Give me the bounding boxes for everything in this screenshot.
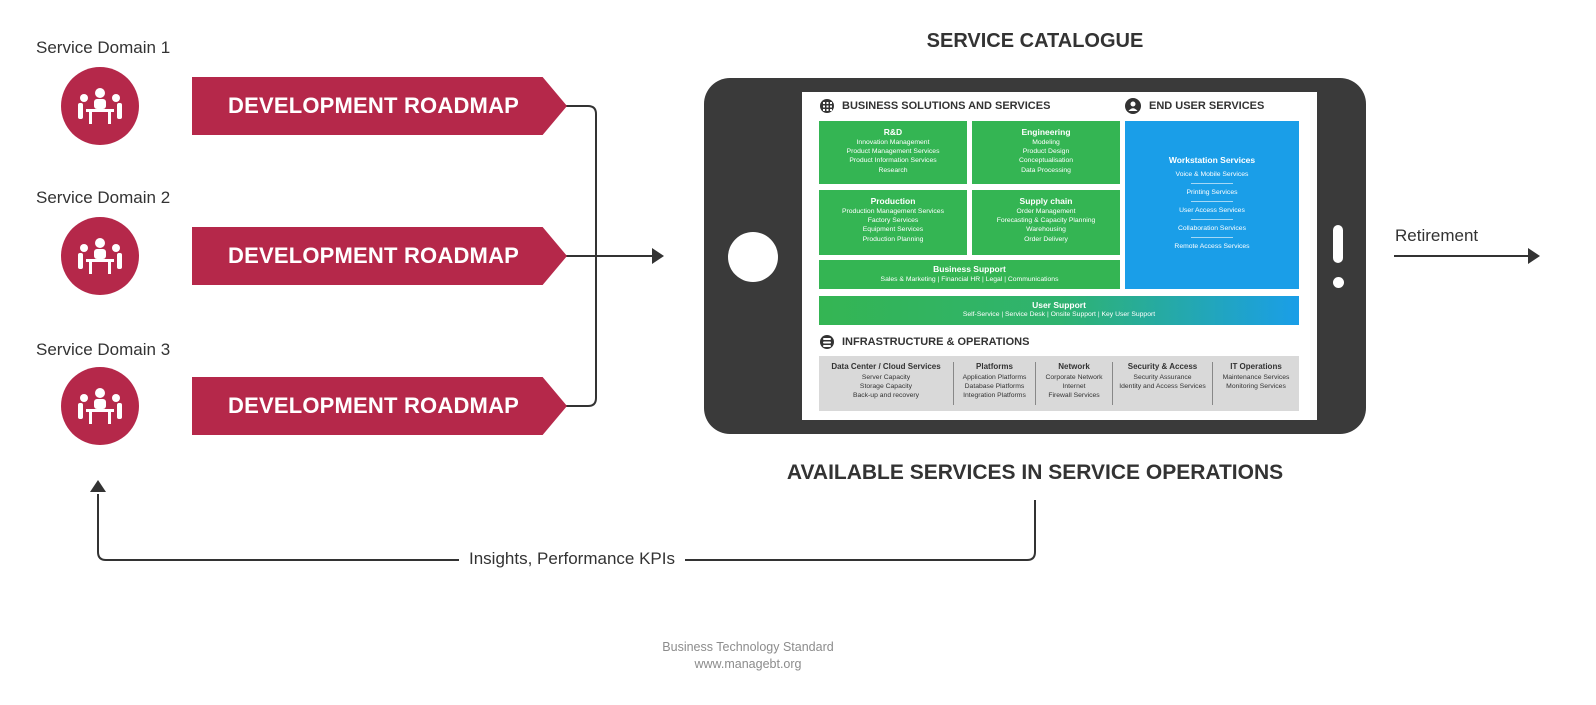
infra-box: Data Center / Cloud Services Server Capa… (819, 356, 1299, 411)
infra-item: Firewall Services (1048, 392, 1100, 399)
workstation-item: Printing Services (1186, 189, 1238, 196)
production-box: Production Production Management Service… (819, 190, 967, 255)
arrow-to-catalogue-head (652, 248, 664, 264)
feedback-label: Insights, Performance KPIs (459, 549, 685, 569)
database-icon (820, 335, 834, 349)
user-support-title: User Support (1032, 300, 1086, 310)
rd-item: Research (878, 166, 908, 174)
rd-item: Product Information Services (849, 157, 937, 165)
supply-chain-title: Supply chain (1019, 196, 1073, 206)
infra-col-title: Network (1058, 362, 1090, 371)
infra-col-title: Data Center / Cloud Services (831, 362, 941, 371)
divider (1191, 219, 1233, 220)
roadmap-3: DEVELOPMENT ROADMAP (192, 377, 567, 435)
infra-item: Application Platforms (962, 374, 1027, 381)
domain-2-label: Service Domain 2 (36, 188, 171, 207)
infra-col-title: Security & Access (1127, 362, 1198, 371)
infra-item: Monitoring Services (1226, 383, 1286, 390)
business-support-items: Sales & Marketing | Financial HR | Legal… (880, 276, 1059, 283)
workstation-item: Voice & Mobile Services (1175, 171, 1249, 178)
business-support-title: Business Support (933, 264, 1006, 274)
rd-box: R&D Innovation Management Product Manage… (819, 121, 967, 184)
infra-col-security: Security & Access Security Assurance Ide… (1113, 362, 1213, 405)
footer-link[interactable]: www.managebt.org (694, 657, 802, 671)
infra-item: Integration Platforms (963, 392, 1026, 399)
infra-col-platforms: Platforms Application Platforms Database… (954, 362, 1036, 405)
rd-item: Product Management Services (846, 148, 940, 156)
business-heading: BUSINESS SOLUTIONS AND SERVICES (820, 99, 1050, 113)
production-item: Production Management Services (841, 208, 944, 215)
retirement-arrow-head (1528, 248, 1540, 264)
meeting-people-icon (61, 217, 139, 295)
rd-item: Innovation Management (856, 139, 930, 146)
supply-chain-item: Forecasting & Capacity Planning (996, 217, 1096, 225)
domain-1-label: Service Domain 1 (36, 38, 171, 57)
roadmap-2: DEVELOPMENT ROADMAP (192, 227, 567, 285)
engineering-title: Engineering (1021, 127, 1071, 137)
meeting-people-icon (61, 367, 139, 445)
infra-item: Server Capacity (861, 374, 911, 381)
infra-item: Maintenance Services (1222, 374, 1290, 381)
divider (1191, 201, 1233, 202)
business-heading-text: BUSINESS SOLUTIONS AND SERVICES (842, 100, 1051, 112)
roadmap-1: DEVELOPMENT ROADMAP (192, 77, 567, 135)
engineering-item: Conceptualisation (1018, 157, 1074, 165)
supply-chain-item: Order Management (1016, 208, 1076, 215)
workstation-item: Remote Access Services (1174, 243, 1250, 250)
retirement-label: Retirement (1395, 226, 1479, 245)
user-support-box: User Support Self-Service | Service Desk… (819, 296, 1299, 325)
infra-item: Database Platforms (964, 383, 1025, 390)
business-support-box: Business Support Sales & Marketing | Fin… (819, 260, 1120, 289)
infra-heading: INFRASTRUCTURE & OPERATIONS (820, 335, 1029, 349)
production-item: Production Planning (862, 235, 924, 243)
available-services-title: AVAILABLE SERVICES IN SERVICE OPERATIONS (786, 461, 1284, 484)
infra-col-it-operations: IT Operations Maintenance Services Monit… (1213, 362, 1299, 405)
workstation-title: Workstation Services (1168, 155, 1256, 165)
rd-title: R&D (883, 127, 903, 137)
infra-item: Back-up and recovery (852, 392, 920, 399)
end-user-heading: END USER SERVICES (1125, 98, 1264, 114)
workstation-item: Collaboration Services (1177, 225, 1246, 232)
infra-col-datacenter: Data Center / Cloud Services Server Capa… (819, 362, 954, 405)
divider (1191, 183, 1233, 184)
engineering-box: Engineering Modeling Product Design Conc… (972, 121, 1120, 184)
catalogue-title: SERVICE CATALOGUE (926, 30, 1144, 52)
engineering-item: Modeling (1032, 139, 1060, 146)
engineering-item: Product Design (1022, 148, 1070, 156)
infra-heading-text: INFRASTRUCTURE & OPERATIONS (842, 336, 1030, 348)
infra-item: Corporate Network (1045, 374, 1103, 381)
feedback-arrow-head (90, 480, 106, 492)
production-item: Equipment Services (862, 226, 924, 234)
infra-item: Security Assurance (1133, 374, 1192, 381)
supply-chain-item: Order Delivery (1024, 235, 1068, 243)
workstation-box: Workstation Services Voice & Mobile Serv… (1125, 121, 1299, 289)
grid-icon (820, 99, 834, 113)
meeting-people-icon (61, 67, 139, 145)
infra-item: Internet (1062, 383, 1086, 390)
supply-chain-box: Supply chain Order Management Forecastin… (972, 190, 1120, 255)
footer-line-1: Business Technology Standard (662, 640, 834, 654)
infra-col-title: Platforms (976, 362, 1013, 371)
production-item: Factory Services (867, 217, 919, 225)
divider (1191, 237, 1233, 238)
side-dot (1333, 277, 1344, 288)
workstation-item: User Access Services (1179, 207, 1245, 214)
end-user-heading-text: END USER SERVICES (1149, 100, 1265, 112)
supply-chain-item: Warehousing (1026, 226, 1066, 234)
infra-col-network: Network Corporate Network Internet Firew… (1036, 362, 1113, 405)
user-icon (1125, 98, 1141, 114)
infra-col-title: IT Operations (1230, 362, 1282, 371)
user-support-items: Self-Service | Service Desk | Onsite Sup… (962, 311, 1156, 318)
production-title: Production (870, 196, 916, 206)
domain-3-label: Service Domain 3 (36, 340, 171, 359)
home-button (728, 232, 778, 282)
infra-item: Storage Capacity (859, 383, 913, 390)
side-slot (1333, 225, 1343, 263)
engineering-item: Data Processing (1021, 166, 1071, 174)
infra-item: Identity and Access Services (1119, 383, 1206, 390)
